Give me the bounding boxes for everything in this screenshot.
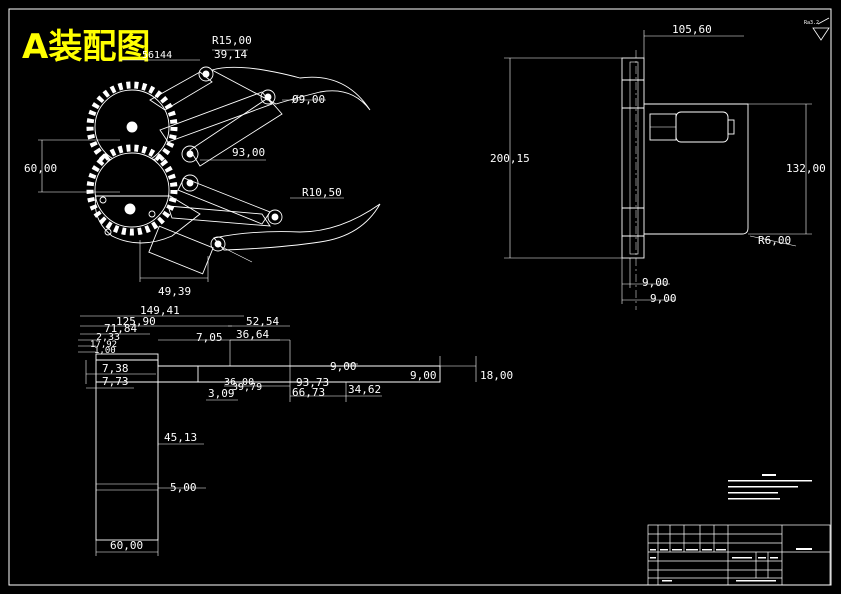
dim-5: 5,00 <box>170 481 197 494</box>
lower-gear-body <box>94 152 170 228</box>
dim-39-79: 39,79 <box>232 382 262 393</box>
upper-link <box>149 71 213 111</box>
dim-r15: R15,00 <box>212 34 252 47</box>
arm-part-view <box>78 315 477 556</box>
upper-gear-hub <box>126 121 138 133</box>
dim-9-b: 9,00 <box>650 292 677 305</box>
dim-7-73: 7,73 <box>102 375 129 388</box>
dim-45-13: 45,13 <box>164 431 197 444</box>
dim-60-bottom: 60,00 <box>110 539 143 552</box>
lower-gear-hub <box>124 203 136 215</box>
dim-93: 93,00 <box>232 146 265 159</box>
horizontal-arm <box>96 359 441 383</box>
dim-132: 132,00 <box>786 162 826 175</box>
upper-jaw <box>210 66 371 111</box>
lower-jaw <box>213 203 381 251</box>
dim-1: 1,00 <box>94 346 116 356</box>
motor-side-view <box>504 30 812 310</box>
sheet-border <box>8 8 832 586</box>
servo-block <box>148 225 214 275</box>
dim-149-41: 149,41 <box>140 304 180 317</box>
dim-39-14: 39,14 <box>214 48 247 61</box>
roughness-mark: Ra3.2 <box>804 17 830 41</box>
mount-plate <box>621 57 645 259</box>
dim-36: 36,00 <box>224 377 254 388</box>
dim-r10-50: R10,50 <box>302 186 342 199</box>
dim-r6: R6,00 <box>758 234 791 247</box>
dim-71-84: 71,84 <box>104 322 137 335</box>
base-plate <box>94 195 201 244</box>
dim-34-62: 34,62 <box>348 383 381 396</box>
dim-200-15: 200,15 <box>490 152 530 165</box>
dim-9-mid: 9,00 <box>330 360 357 373</box>
lower-gear-teeth <box>86 144 178 236</box>
dim-60-left: 60,00 <box>24 162 57 175</box>
motor-body <box>675 111 729 143</box>
dim-125-90: 125,90 <box>116 315 156 328</box>
dim-17-92: 17,92 <box>90 340 117 350</box>
dim-36-64: 36,64 <box>236 328 269 341</box>
dim-66-73: 66,73 <box>292 386 325 399</box>
title-block-marks <box>650 548 812 582</box>
motor-housing <box>644 103 749 235</box>
roughness-mark-text: Ra3.2 <box>804 20 819 26</box>
dim-52-54: 52,54 <box>246 315 279 328</box>
dim-56144: 56144 <box>142 50 172 61</box>
gripper-assembly-view <box>38 49 381 282</box>
drawing-title: A装配图 <box>22 27 150 67</box>
dim-9-a: 9,00 <box>642 276 669 289</box>
dim-7-38: 7,38 <box>102 362 129 375</box>
title-block <box>647 524 831 586</box>
dim-9-right: 9,00 <box>410 369 437 382</box>
dim-7-05: 7,05 <box>196 331 223 344</box>
dim-phi9: Ø9,00 <box>292 93 325 106</box>
dim-2-33: 2,33 <box>96 332 120 343</box>
vertical-arm <box>95 353 159 541</box>
lower-link <box>177 177 271 225</box>
dim-105-60: 105,60 <box>672 23 712 36</box>
dim-18: 18,00 <box>480 369 513 382</box>
dim-3-09: 3,09 <box>208 387 235 400</box>
dim-93-73: 93,73 <box>296 376 329 389</box>
dim-49-39: 49,39 <box>158 285 191 298</box>
technical-notes <box>728 474 812 500</box>
